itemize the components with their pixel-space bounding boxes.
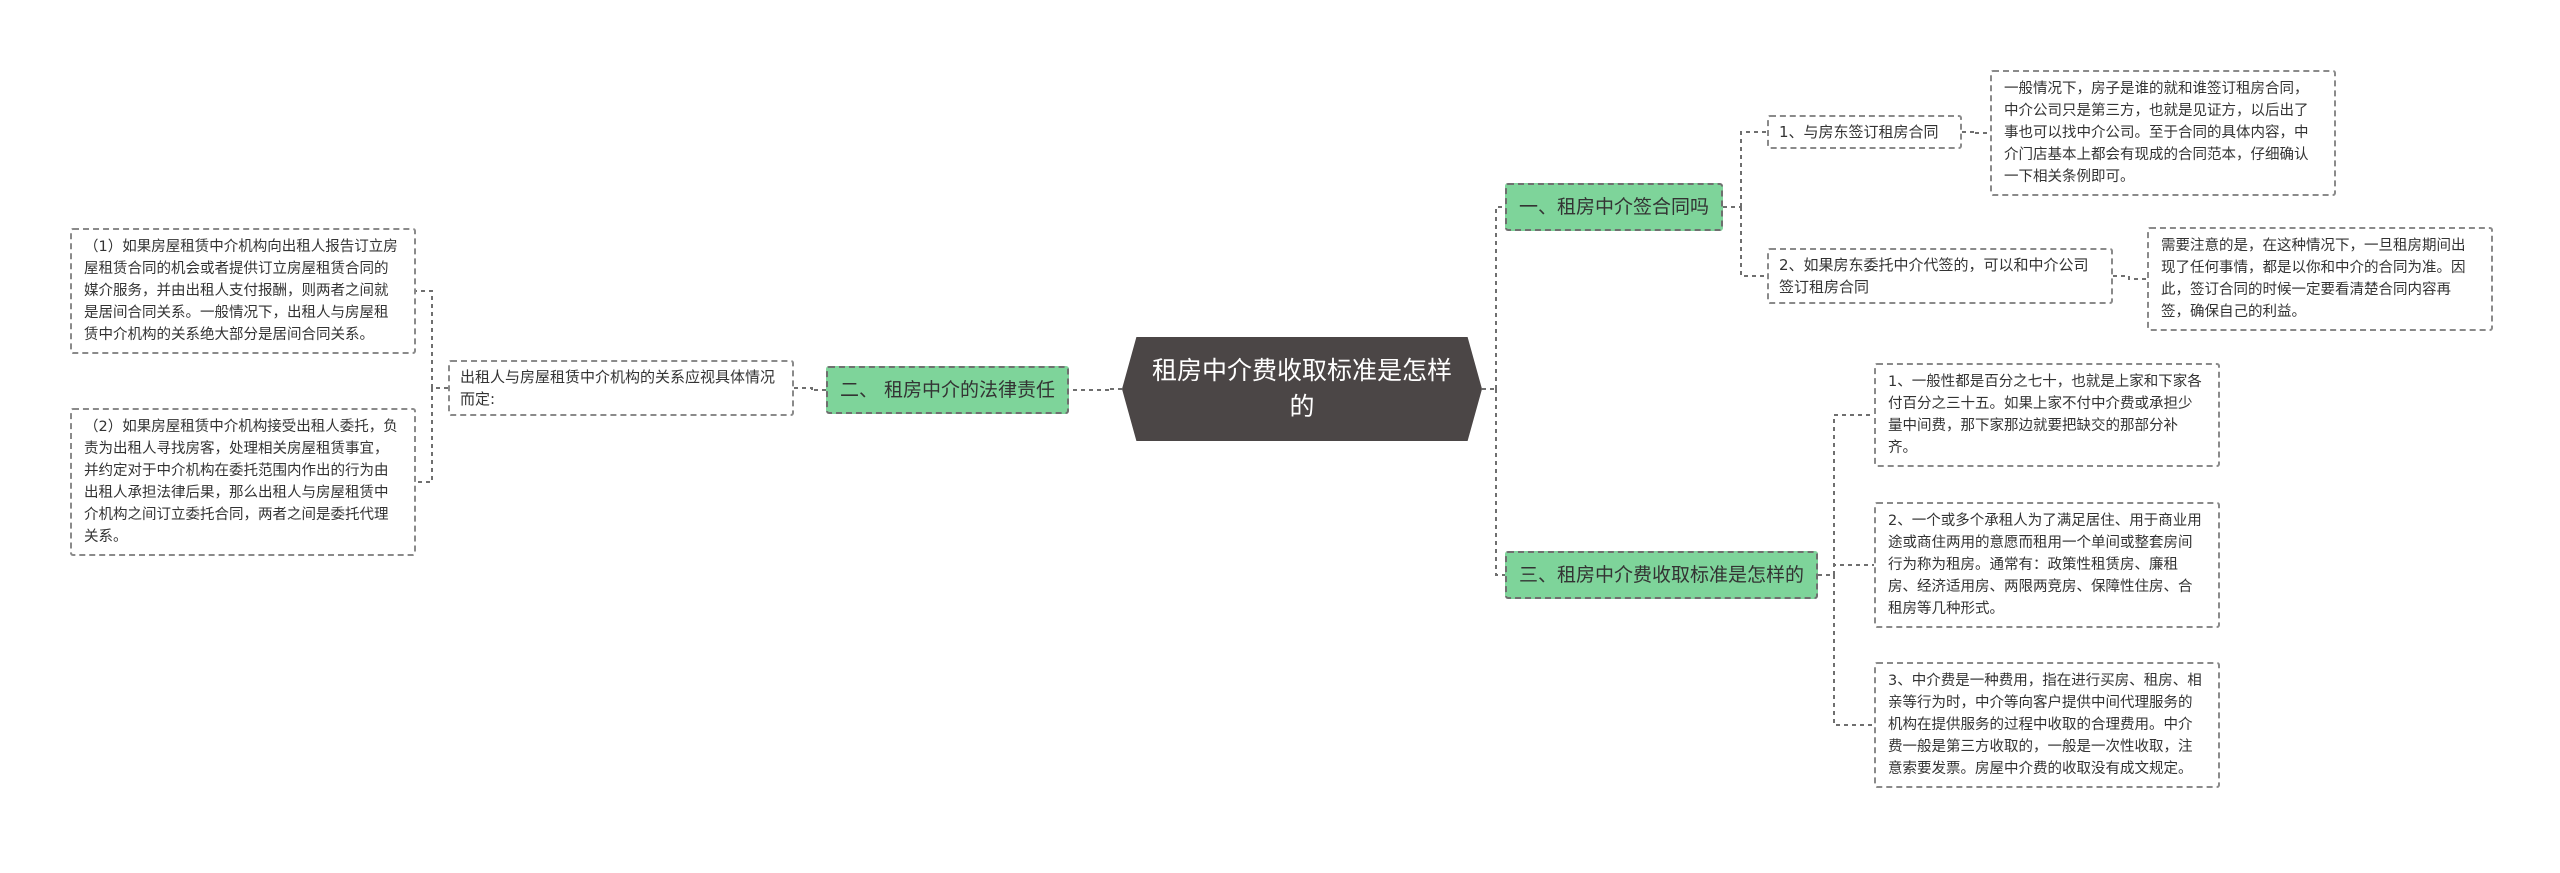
root-topic-to-branch-fee-standard: [1495, 389, 1505, 576]
detail-agent-sign[interactable]: 需要注意的是，在这种情况下，一旦租房期间出现了任何事情，都是以你和中介的合同为准…: [2147, 227, 2493, 331]
branch-fee-standard-to-leaf-fee-percentage: [1833, 414, 1874, 575]
leaf-fee-percentage[interactable]: 1、一般性都是百分之七十，也就是上家和下家各付百分之三十五。如果上家不付中介费或…: [1874, 363, 2220, 467]
branch-sign-contract-label: 一、租房中介签合同吗: [1519, 196, 1710, 218]
detail-intermediary-relation-text: （1）如果房屋租赁中介机构向出租人报告订立房屋租赁合同的机会或者提供订立房屋租赁…: [84, 239, 398, 343]
root-topic-to-branch-sign-contract: [1495, 206, 1505, 389]
detail-landlord-contract-text: 一般情况下，房子是谁的就和谁签订租房合同，中介公司只是第三方，也就是见证方，以后…: [2004, 81, 2309, 185]
subtopic-agent-sign-to-detail-agent-sign: [2128, 276, 2147, 280]
leaf-agency-fee-text: 3、中介费是一种费用，指在进行买房、租房、相亲等行为时，中介等向客户提供中间代理…: [1888, 673, 2202, 777]
branch-fee-standard[interactable]: 三、租房中介费收取标准是怎样的: [1505, 551, 1819, 599]
branch-legal-liability-label: 二、 租房中介的法律责任: [840, 379, 1056, 401]
subtopic-landlord-contract[interactable]: 1、与房东签订租房合同: [1767, 115, 1962, 149]
detail-agent-sign-text: 需要注意的是，在这种情况下，一旦租房期间出现了任何事情，都是以你和中介的合同为准…: [2161, 238, 2466, 320]
subtopic-landlord-contract-to-detail-landlord-contract: [1975, 132, 1990, 134]
detail-agency-relation-text: （2）如果房屋租赁中介机构接受出租人委托，负责为出租人寻找房客，处理相关房屋租赁…: [84, 419, 398, 545]
subtopic-lessor-agency-relation-to-detail-agency-relation: [416, 388, 433, 483]
detail-intermediary-relation[interactable]: （1）如果房屋租赁中介机构向出租人报告订立房屋租赁合同的机会或者提供订立房屋租赁…: [70, 228, 416, 354]
branch-fee-standard-label: 三、租房中介费收取标准是怎样的: [1519, 564, 1805, 586]
detail-landlord-contract[interactable]: 一般情况下，房子是谁的就和谁签订租房合同，中介公司只是第三方，也就是见证方，以后…: [1990, 70, 2336, 196]
leaf-fee-percentage-text: 1、一般性都是百分之七十，也就是上家和下家各付百分之三十五。如果上家不付中介费或…: [1888, 374, 2202, 456]
branch-fee-standard-to-leaf-rental-definition: [1833, 564, 1874, 575]
subtopic-landlord-contract-label: 1、与房东签订租房合同: [1779, 123, 1939, 141]
subtopic-lessor-agency-relation[interactable]: 出租人与房屋租赁中介机构的关系应视具体情况而定:: [448, 360, 794, 416]
detail-agency-relation[interactable]: （2）如果房屋租赁中介机构接受出租人委托，负责为出租人寻找房客，处理相关房屋租赁…: [70, 408, 416, 556]
subtopic-lessor-agency-relation-label: 出租人与房屋租赁中介机构的关系应视具体情况而定:: [460, 368, 776, 408]
branch-sign-contract-to-subtopic-landlord-contract: [1740, 131, 1767, 207]
branch-sign-contract[interactable]: 一、租房中介签合同吗: [1505, 183, 1724, 231]
root-topic-label: 租房中介费收取标准是怎样的: [1151, 356, 1452, 421]
leaf-rental-definition-text: 2、一个或多个承租人为了满足居住、用于商业用途或商住两用的意愿而租用一个单间或整…: [1888, 513, 2202, 617]
branch-fee-standard-to-leaf-agency-fee: [1833, 575, 1874, 726]
branch-sign-contract-to-subtopic-agent-sign: [1740, 207, 1767, 277]
subtopic-agent-sign[interactable]: 2、如果房东委托中介代签的，可以和中介公司签订租房合同: [1767, 248, 2113, 304]
subtopic-agent-sign-label: 2、如果房东委托中介代签的，可以和中介公司签订租房合同: [1779, 256, 2089, 296]
leaf-rental-definition[interactable]: 2、一个或多个承租人为了满足居住、用于商业用途或商住两用的意愿而租用一个单间或整…: [1874, 502, 2220, 628]
subtopic-lessor-agency-relation-to-detail-intermediary-relation: [416, 290, 433, 388]
leaf-agency-fee[interactable]: 3、中介费是一种费用，指在进行买房、租房、相亲等行为时，中介等向客户提供中间代理…: [1874, 662, 2220, 788]
root-topic[interactable]: 租房中介费收取标准是怎样的: [1122, 337, 1482, 441]
root-topic-to-branch-legal-liability: [1069, 389, 1109, 391]
branch-legal-liability[interactable]: 二、 租房中介的法律责任: [826, 366, 1070, 414]
branch-legal-liability-to-subtopic-lessor-agency-relation: [794, 387, 813, 390]
